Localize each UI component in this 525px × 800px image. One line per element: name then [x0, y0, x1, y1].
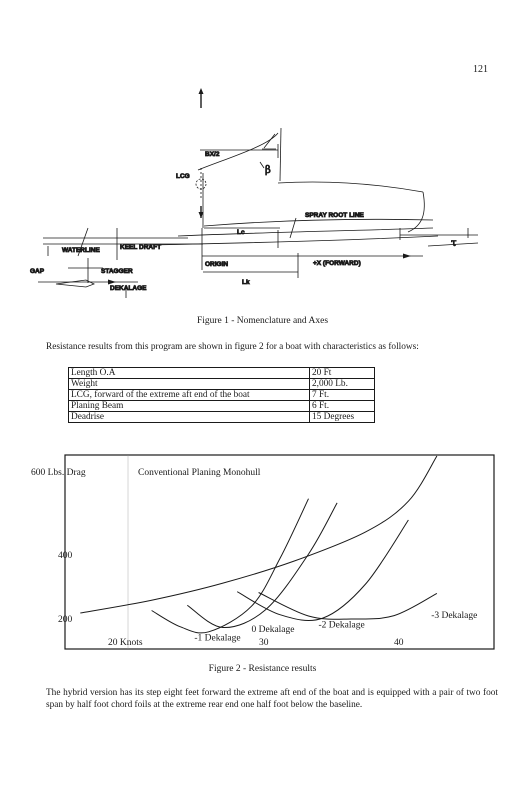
chart-frame [64, 454, 495, 650]
lc-label: Lc [237, 229, 245, 236]
figure-2-caption: Figure 2 - Resistance results [208, 664, 317, 674]
spec-label: Deadrise [68, 411, 310, 423]
beta-label: β [265, 165, 271, 176]
bx2-label: BX/2 [205, 151, 220, 158]
spray-root-line-label: SPRAY ROOT LINE [305, 212, 365, 219]
series-line-3 [236, 519, 409, 621]
keel-draft-label: KEEL DRAFT [120, 244, 161, 251]
table-row: Weight 2,000 Lb. [68, 378, 375, 390]
figure-1-caption: Figure 1 - Nomenclature and Axes [196, 316, 329, 326]
intro-paragraph: Resistance results from this program are… [46, 342, 419, 352]
spec-label: Weight [68, 378, 310, 390]
spec-label: LCG, forward of the extreme aft end of t… [68, 389, 310, 401]
table-row: Deadrise 15 Degrees [68, 411, 375, 423]
spec-value: 7 Ft. [309, 389, 375, 401]
page-number: 121 [473, 64, 488, 75]
spec-value: 6 Ft. [309, 400, 375, 412]
x-forward-label: +X (FORWARD) [313, 260, 361, 267]
x-tick-label: 20 Knots [108, 638, 143, 648]
chart-title: Conventional Planing Monohull [138, 468, 261, 478]
x-tick-label: 30 [259, 638, 269, 648]
series-line-4 [258, 592, 438, 620]
resistance-chart: Conventional Planing Monohull 600 Lbs. D… [31, 454, 495, 650]
spec-label: Length O.A [68, 367, 310, 379]
y-tick-label: 600 Lbs. Drag [31, 468, 86, 478]
series-line-0 [80, 455, 438, 614]
gap-label: GAP [30, 268, 45, 275]
nomenclature-diagram: BX/2 β LCG SPRAY ROOT LINE Lc τ WATERLIN… [30, 88, 479, 298]
tau-label: τ [451, 238, 457, 249]
series-annotation: -1 Dekalage [194, 633, 240, 643]
spec-value: 20 Ft [309, 367, 375, 379]
y-tick-label: 400 [58, 551, 73, 561]
lk-label: Lk [242, 279, 250, 286]
y-tick-label: 200 [58, 615, 73, 625]
closing-paragraph: The hybrid version has its step eight fe… [46, 688, 498, 710]
series-line-1 [151, 498, 309, 634]
stagger-label: STAGGER [101, 268, 133, 275]
lcg-label: LCG [176, 173, 190, 180]
spec-value: 2,000 Lb. [309, 378, 375, 390]
table-row: LCG, forward of the extreme aft end of t… [68, 389, 375, 401]
table-row: Planing Beam 6 Ft. [68, 400, 375, 412]
series-annotation: -2 Dekalage [319, 621, 365, 631]
origin-label: ORIGIN [205, 261, 228, 268]
series-annotation: 0 Dekalage [252, 625, 295, 635]
spec-value: 15 Degrees [309, 411, 375, 423]
table-row: Length O.A 20 Ft [68, 367, 375, 379]
series-line-2 [187, 502, 338, 629]
dekalage-label: DEKALAGE [110, 285, 147, 292]
x-tick-label: 40 [394, 638, 404, 648]
spec-label: Planing Beam [68, 400, 310, 412]
series-annotation: -3 Dekalage [431, 611, 477, 621]
boat-characteristics-table: Length O.A 20 Ft Weight 2,000 Lb. LCG, f… [68, 367, 375, 423]
waterline-label: WATERLINE [62, 247, 100, 254]
